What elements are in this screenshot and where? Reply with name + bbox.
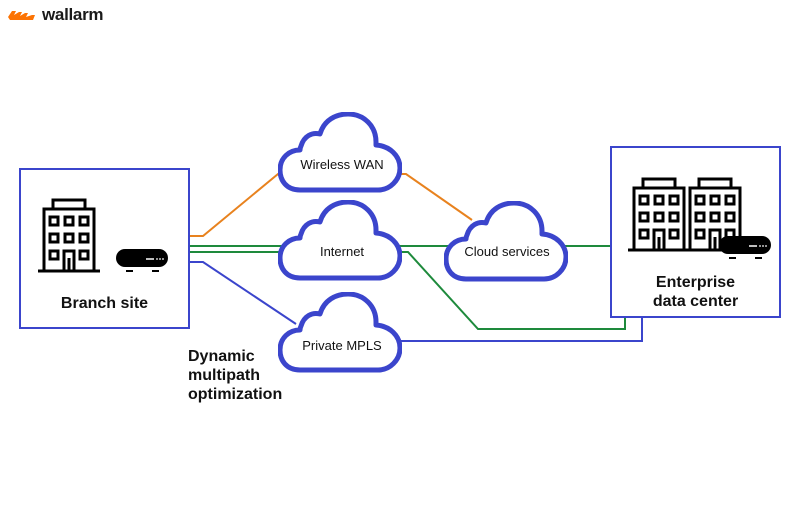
- internet-path: [189, 245, 626, 330]
- cloud-services-label: Cloud services: [464, 244, 550, 259]
- annotation-line3: optimization: [188, 386, 283, 403]
- cloud-internet-label: Internet: [320, 244, 364, 259]
- cloud-wireless-wan-label: Wireless WAN: [300, 157, 383, 172]
- enterprise-label-line1: Enterprise: [655, 274, 736, 291]
- wallarm-logo-icon: [8, 11, 35, 20]
- cloud-internet: Internet: [280, 202, 400, 278]
- dynamic-multipath-annotation: Dynamic multipath optimization: [188, 347, 282, 404]
- cloud-wireless-wan: Wireless WAN: [280, 114, 400, 190]
- cloud-services: Cloud services: [446, 203, 566, 279]
- cloud-private-mpls: Private MPLS: [280, 294, 400, 370]
- brand-logo: wallarm: [8, 5, 104, 25]
- private-mpls-path: [189, 261, 643, 342]
- branch-site-box: [19, 168, 190, 329]
- enterprise-label-line2: data center: [652, 293, 739, 310]
- enterprise-label: Enterprise data center: [611, 273, 780, 311]
- cloud-private-mpls-label: Private MPLS: [302, 338, 382, 353]
- branch-site-label: Branch site: [60, 295, 149, 312]
- annotation-line2: multipath: [188, 367, 260, 384]
- brand-name: wallarm: [42, 5, 104, 24]
- annotation-line1: Dynamic: [188, 348, 255, 365]
